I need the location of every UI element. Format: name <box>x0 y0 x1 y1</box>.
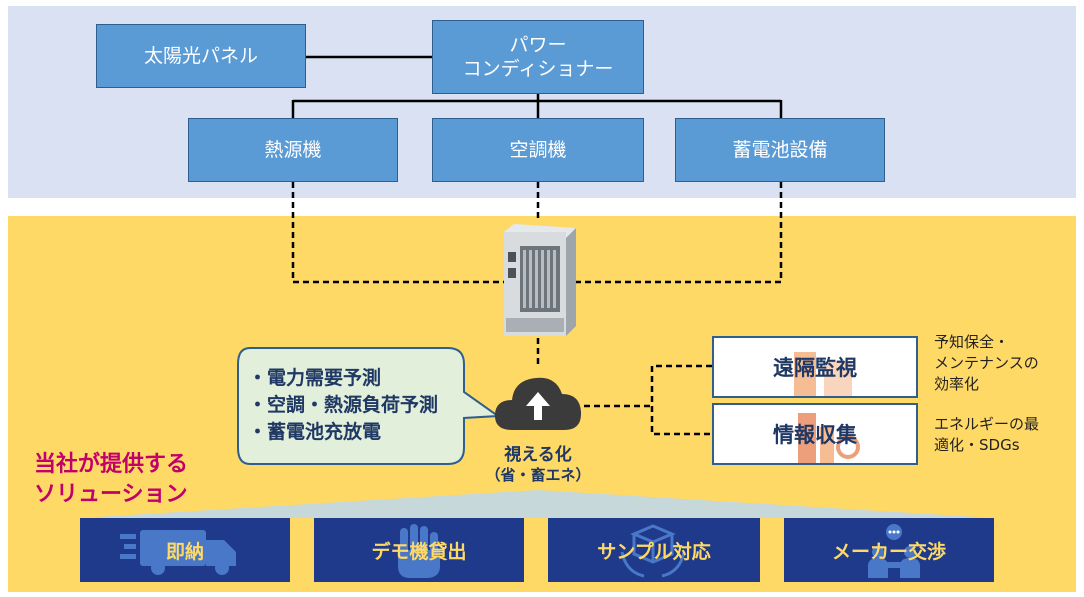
monitoring-illustration-icon <box>794 352 852 396</box>
speech-bubble <box>237 347 501 465</box>
solution-label: 即納 <box>165 540 204 563</box>
air-conditioner-box: 空調機 <box>432 118 644 182</box>
solution-maker-negotiation: メーカー交渉 <box>784 518 994 582</box>
bubble-item-battery-charge: ・蓄電池充放電 <box>248 421 382 443</box>
info-collection-note: エネルギーの最 適化・SDGs <box>934 415 1040 454</box>
solar-panel-box: 太陽光パネル <box>96 24 306 88</box>
delivery-truck-icon <box>120 530 236 575</box>
bubble-item-hvac-load-forecast: ・空調・熱源負荷予測 <box>248 394 439 416</box>
solution-label: メーカー交渉 <box>831 540 946 563</box>
box-hands-icon <box>620 524 686 578</box>
visualization-sublabel: （省・畜エネ） <box>485 466 591 484</box>
hand-icon <box>398 524 440 578</box>
info-collection-box: 情報収集 <box>712 403 918 465</box>
solution-demo-loan: デモ機貸出 <box>314 518 524 582</box>
info-collection-label: 情報収集 <box>773 423 857 447</box>
power-conditioner-box: パワー コンディショナー <box>432 20 644 94</box>
meeting-icon <box>868 524 920 578</box>
solution-sample-support: サンプル対応 <box>548 518 760 582</box>
solution-label: デモ機貸出 <box>371 540 467 563</box>
heat-source-box: 熱源機 <box>188 118 398 182</box>
visualization-label: 視える化 <box>504 445 572 465</box>
remote-monitoring-note: 予知保全・ メンテナンスの 効率化 <box>934 333 1039 393</box>
collection-illustration-icon <box>798 413 860 463</box>
bubble-item-demand-forecast: ・電力需要予測 <box>248 367 382 389</box>
solutions-title: 当社が提供する ソリューション <box>34 452 189 507</box>
remote-monitoring-label: 遠隔監視 <box>773 356 857 380</box>
data-logger-device-image <box>504 224 576 336</box>
battery-box: 蓄電池設備 <box>675 118 885 182</box>
solution-immediate-delivery: 即納 <box>80 518 290 582</box>
cloud-upload-icon <box>494 377 582 430</box>
remote-monitoring-box: 遠隔監視 <box>712 336 918 398</box>
solution-label: サンプル対応 <box>597 540 711 563</box>
